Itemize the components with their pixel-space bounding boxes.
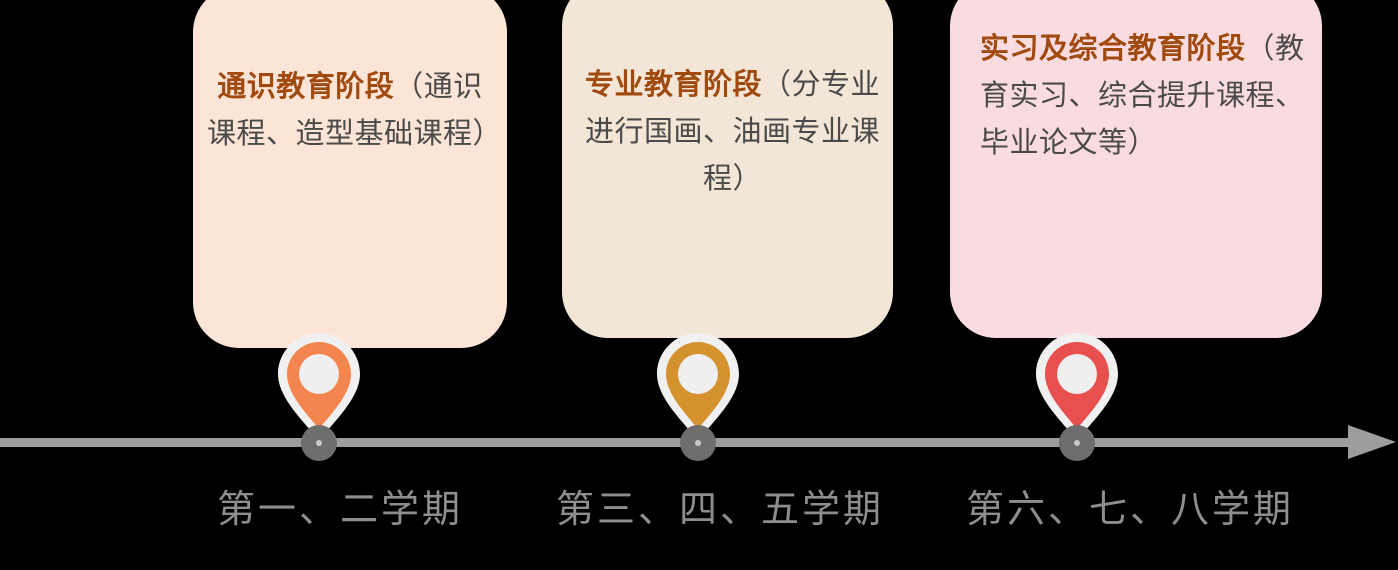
phase-detail: （教育实习、综合提升课程、毕业论文等）	[980, 33, 1305, 159]
map-pin-icon	[1036, 333, 1118, 441]
period-label-internship-comprehensive: 第六、七、八学期	[965, 489, 1294, 531]
phase-card-text: 实习及综合教育阶段（教育实习、综合提升课程、毕业论文等）	[964, 0, 1308, 167]
phase-title: 通识教育阶段	[217, 71, 395, 103]
timeline-node-dot	[301, 425, 337, 461]
timeline-node-dot	[680, 425, 716, 461]
timeline-axis-line	[0, 438, 1352, 447]
timeline-arrow-icon	[1348, 425, 1396, 459]
phase-card-text: 通识教育阶段（通识课程、造型基础课程）	[207, 0, 502, 158]
map-pin-icon	[278, 333, 360, 441]
timeline-marker-internship-comprehensive[interactable]	[1034, 331, 1120, 461]
period-label-general-education: 第一、二学期	[216, 489, 463, 531]
phase-card-text: 专业教育阶段（分专业进行国画、油画专业课程）	[576, 0, 889, 203]
timeline-marker-general-education[interactable]	[276, 331, 362, 461]
phase-detail: （通识课程、造型基础课程）	[207, 71, 503, 150]
map-pin-icon	[657, 333, 739, 441]
phase-detail: （分专业进行国画、油画专业课程）	[584, 69, 881, 195]
phase-card-internship-comprehensive[interactable]: 实习及综合教育阶段（教育实习、综合提升课程、毕业论文等）	[950, 0, 1322, 338]
phase-title: 专业教育阶段	[584, 69, 762, 101]
phase-card-general-education[interactable]: 通识教育阶段（通识课程、造型基础课程）	[193, 0, 507, 348]
phase-card-professional-education[interactable]: 专业教育阶段（分专业进行国画、油画专业课程）	[562, 0, 893, 338]
timeline-node-dot	[1059, 425, 1095, 461]
phase-title: 实习及综合教育阶段	[980, 33, 1246, 65]
period-label-professional-education: 第三、四、五学期	[555, 489, 884, 531]
timeline-marker-professional-education[interactable]	[655, 331, 741, 461]
